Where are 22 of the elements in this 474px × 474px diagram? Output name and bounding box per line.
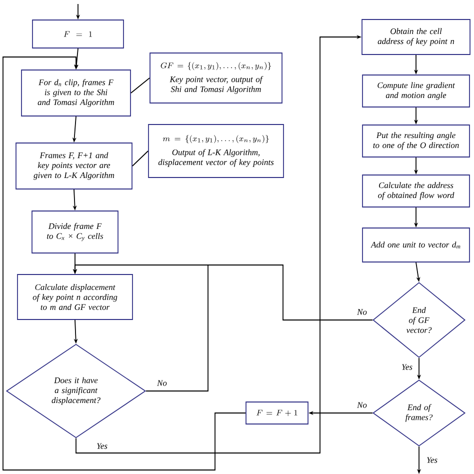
edge-label: Yes bbox=[96, 442, 108, 450]
process-box: Calculate displacement of key point n according to m and GF vector bbox=[17, 274, 133, 320]
edge-label: Yes bbox=[426, 456, 438, 464]
leader-line bbox=[130, 78, 150, 94]
process-box: Put the resulting angle to one of the O direction bbox=[362, 124, 470, 158]
edge-label: Yes bbox=[400, 363, 414, 371]
edge-label: No bbox=[356, 401, 368, 409]
process-box: Obtain the cell address of key point n bbox=[362, 19, 470, 55]
annotation-box: $m = \{(x_1, y_1), \dots, (x_n, y_n)\}$ Output of L-K Algorithm, displacement vector of key points bbox=[148, 124, 284, 178]
arrow bbox=[2, 56, 246, 470]
process-box: Calculate the address of obtained flow word bbox=[362, 174, 470, 208]
process-box: Frames F, F+1 and key points vector are given to L-K Algorithm bbox=[16, 142, 132, 190]
process-box: $F = 1$ bbox=[32, 20, 124, 48]
process-box: Compute line gradient and motion angle bbox=[362, 74, 470, 108]
annotation-box: $GF = \{(x_1, y_1), \dots, (x_n, y_n)\}$ Key point vector, output of Shi and Tomasi Algorithm bbox=[150, 52, 282, 104]
process-box: $F = F + 1$ bbox=[246, 402, 308, 424]
process-box: Add one unit to vector d$_{m}$ bbox=[362, 228, 470, 262]
leader-line bbox=[132, 150, 148, 166]
edge-label: No bbox=[156, 379, 168, 387]
process-box: For d$_{n}$ clip, frames F is given to the Shi and Tomasi Algorithm bbox=[21, 70, 131, 116]
process-box: Divide frame F to C$_{x}$ × C$_{y}$ cells bbox=[32, 210, 118, 254]
edge-label: No bbox=[356, 308, 368, 316]
